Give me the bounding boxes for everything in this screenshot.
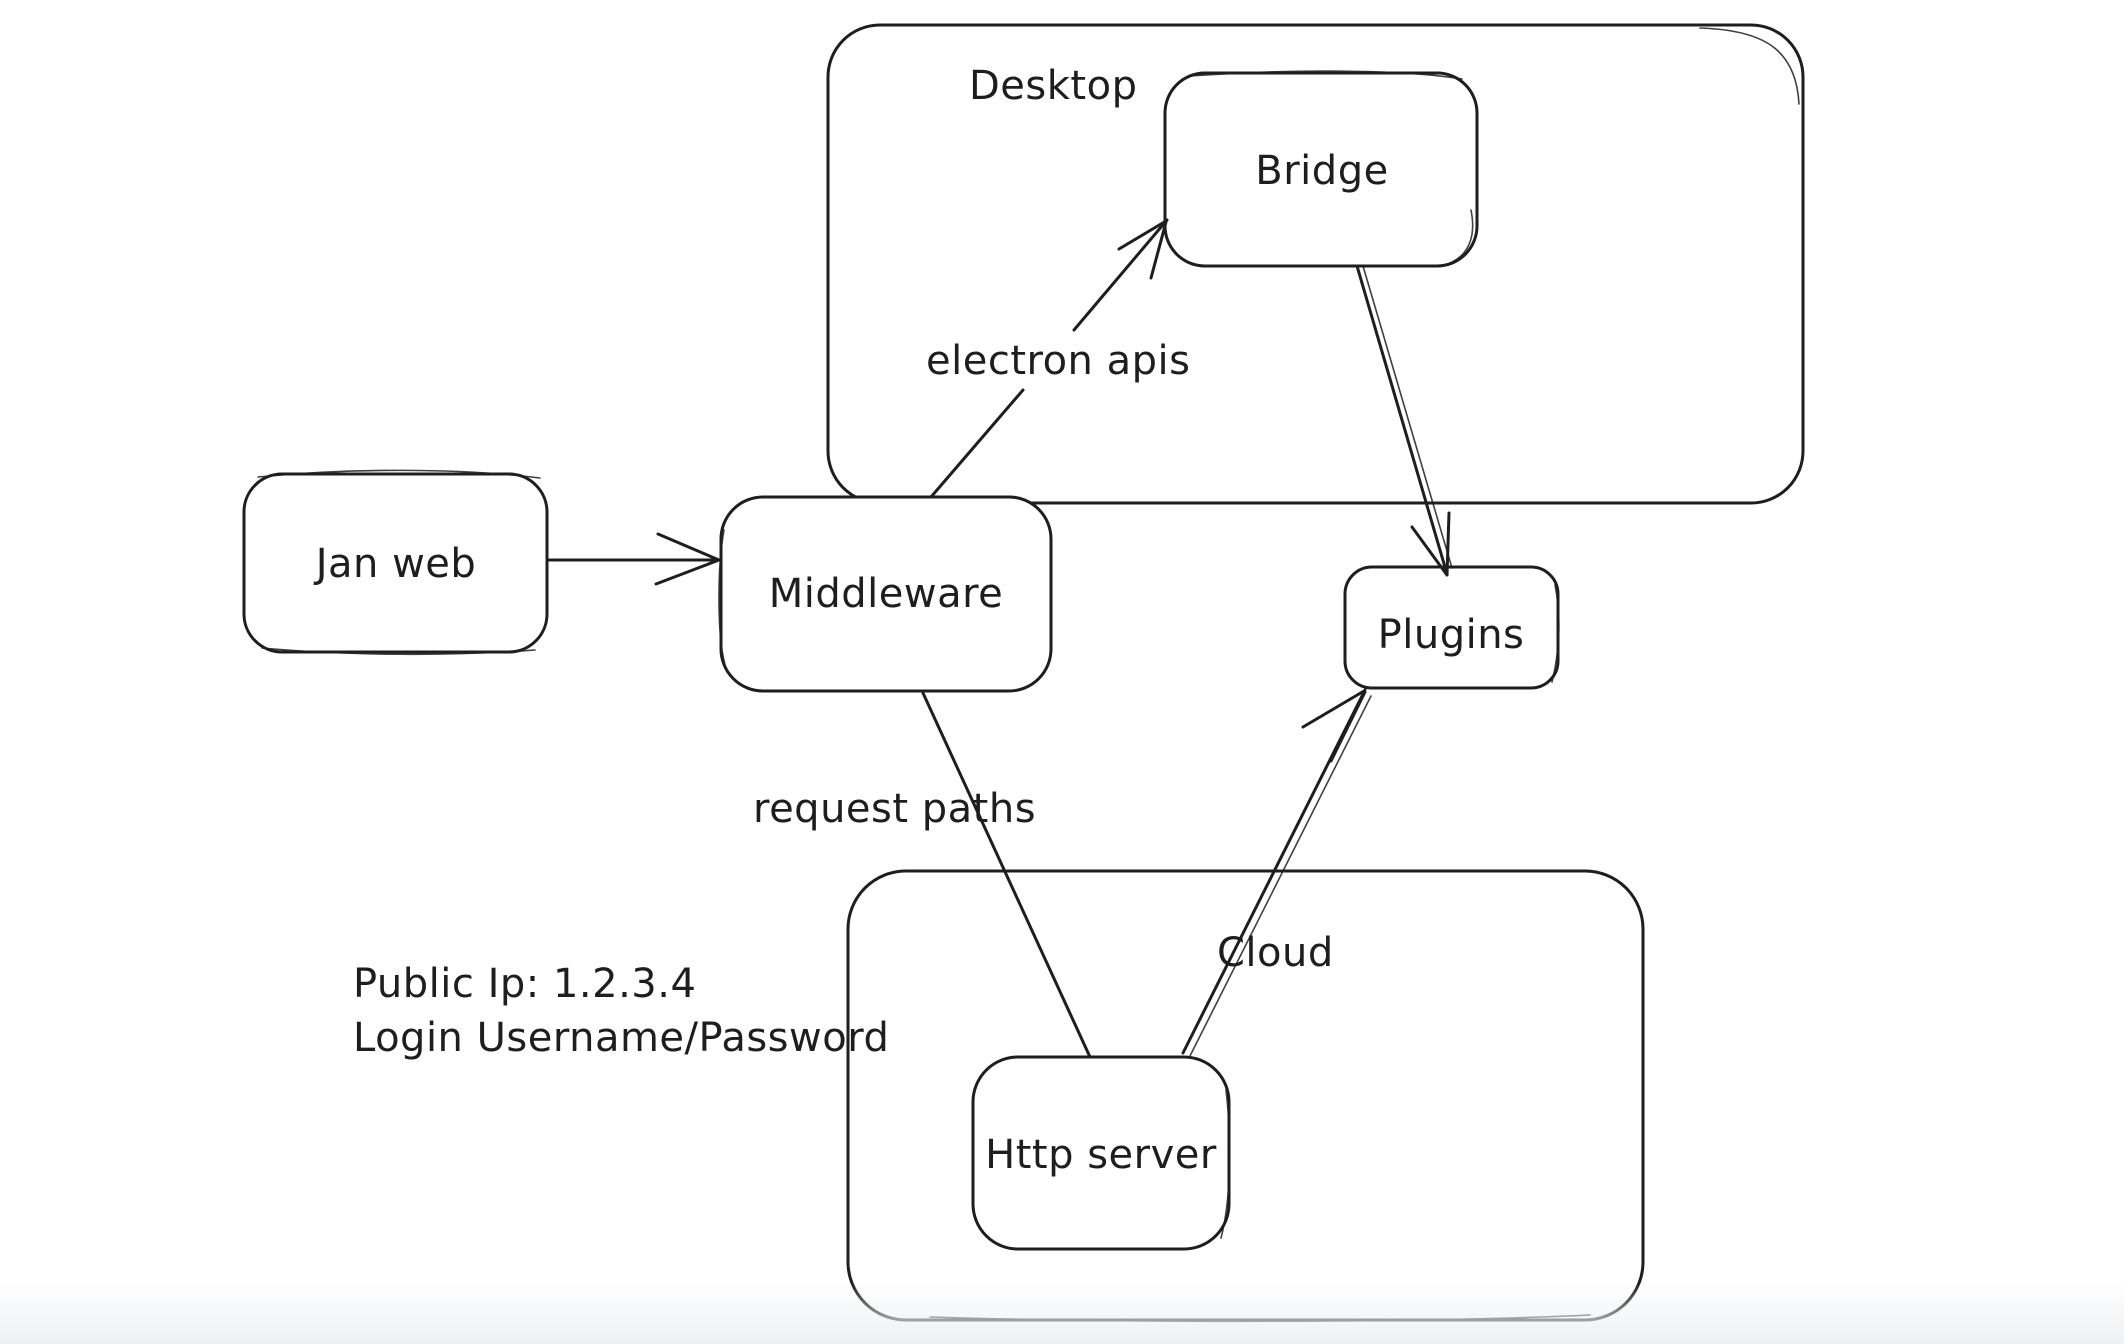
- http-server-label: Http server: [985, 1132, 1217, 1178]
- middleware-label: Middleware: [769, 571, 1004, 617]
- bridge-box[interactable]: [1163, 71, 1479, 268]
- arrowhead: [1301, 689, 1367, 763]
- sketch-overdraw: [718, 529, 727, 669]
- edge-shaft[interactable]: [921, 691, 1092, 1059]
- edge-jan-web-to-middleware[interactable]: [547, 532, 721, 586]
- edge-label-request-paths[interactable]: request paths: [753, 786, 1036, 832]
- cloud-container-label[interactable]: Cloud: [1217, 930, 1334, 976]
- sketch-overdraw: [1189, 70, 1463, 80]
- edge-http-server-to-plugins[interactable]: [1181, 688, 1372, 1057]
- sketch-overdraw: [1699, 27, 1800, 105]
- edge-middleware-to-http-server[interactable]: request paths: [753, 691, 1092, 1059]
- node-middleware[interactable]: Middleware: [718, 495, 1053, 693]
- edge-shaft[interactable]: [929, 388, 1025, 499]
- sketch-overdraw: [1362, 265, 1453, 569]
- sketch-overdraw: [1551, 584, 1560, 683]
- sketch-overdraw: [257, 469, 541, 479]
- edge-shaft[interactable]: [1072, 218, 1169, 332]
- sketch-overdraw: [261, 647, 536, 656]
- edge-bridge-to-plugins[interactable]: [1355, 264, 1453, 577]
- bridge-label: Bridge: [1255, 148, 1388, 194]
- arrowhead: [1117, 219, 1168, 280]
- canvas-bottom-fade: [0, 1282, 2124, 1344]
- arrowhead: [1410, 511, 1451, 577]
- sketch-overdraw: [1220, 1089, 1231, 1239]
- jan-web-label: Jan web: [313, 541, 477, 587]
- cloud-container[interactable]: Cloud: [846, 869, 1645, 1323]
- node-http-server[interactable]: Http server: [971, 1055, 1231, 1251]
- annotation-public-ip[interactable]: Public Ip: 1.2.3.4: [353, 961, 696, 1007]
- annotation-login[interactable]: Login Username/Password: [353, 1015, 889, 1061]
- jan-web-box[interactable]: [242, 472, 549, 654]
- plugins-label: Plugins: [1378, 612, 1525, 658]
- edge-shaft[interactable]: [1355, 264, 1449, 576]
- edge-middleware-to-bridge[interactable]: electron apis: [926, 218, 1190, 499]
- node-bridge[interactable]: Bridge: [1163, 70, 1479, 268]
- edge-label-electron-apis[interactable]: electron apis: [926, 338, 1190, 384]
- sketch-overdraw: [1189, 695, 1372, 1057]
- desktop-container-label[interactable]: Desktop: [969, 63, 1137, 109]
- node-plugins[interactable]: Plugins: [1343, 565, 1560, 690]
- middleware-box[interactable]: [719, 495, 1053, 693]
- sketch-overdraw: [1447, 209, 1474, 265]
- node-jan-web[interactable]: Jan web: [242, 469, 549, 656]
- arrowhead: [654, 532, 721, 586]
